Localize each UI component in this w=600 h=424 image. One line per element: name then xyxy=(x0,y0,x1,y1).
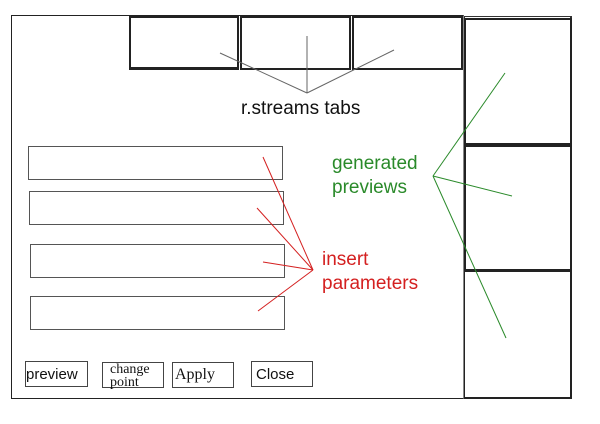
parameter-input[interactable] xyxy=(30,244,285,278)
close-button[interactable]: Close xyxy=(251,361,313,387)
previews-annotation: generated previews xyxy=(332,152,418,200)
parameter-input[interactable] xyxy=(29,191,284,225)
preview-pane xyxy=(464,145,572,271)
apply-button[interactable]: Apply xyxy=(172,362,234,388)
change-point-label-line2: point xyxy=(110,375,139,390)
tab-3[interactable] xyxy=(352,16,463,70)
tab-1[interactable] xyxy=(129,16,239,70)
previews-pointer-line xyxy=(432,72,506,177)
previews-pointer-lines xyxy=(432,72,513,339)
preview-pane xyxy=(464,18,572,145)
preview-pane xyxy=(464,271,572,399)
params-pointer-line xyxy=(257,269,314,312)
parameter-input[interactable] xyxy=(30,296,285,330)
previews-pointer-line xyxy=(432,175,513,197)
tabs-pointer-line xyxy=(219,52,308,94)
change-point-label-line1: change xyxy=(110,362,150,377)
tab-2[interactable] xyxy=(240,16,351,70)
params-annotation-line1: insert xyxy=(322,249,369,270)
tabs-annotation: r.streams tabs xyxy=(241,98,361,119)
params-pointer-lines xyxy=(256,156,314,312)
preview-button[interactable]: preview xyxy=(25,361,88,387)
parameter-input[interactable] xyxy=(28,146,283,180)
previews-annotation-line1: generated xyxy=(332,153,418,174)
params-pointer-line xyxy=(262,261,314,271)
previews-annotation-line2: previews xyxy=(332,177,407,198)
params-annotation: insert parameters xyxy=(322,248,418,296)
params-pointer-line xyxy=(262,156,314,271)
tabs-pointer-lines xyxy=(219,36,395,94)
tabs-pointer-line xyxy=(306,49,395,94)
params-pointer-line xyxy=(256,207,314,271)
previews-pointer-line xyxy=(432,175,507,339)
change-point-button[interactable]: change point xyxy=(102,362,164,390)
params-annotation-line2: parameters xyxy=(322,273,419,294)
main-window xyxy=(11,15,464,399)
